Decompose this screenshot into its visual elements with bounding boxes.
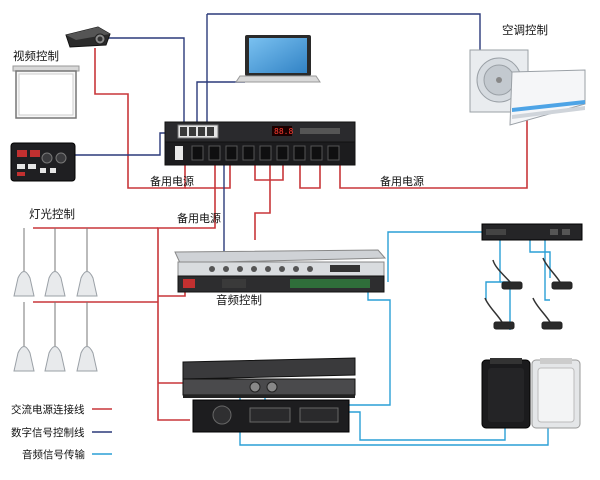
- label-backup-power-left: 备用电源: [150, 174, 194, 188]
- conference-mics: [484, 257, 573, 330]
- mic-4: [532, 297, 563, 330]
- power-amplifier: [182, 357, 356, 433]
- power-line-backup-left: [185, 165, 231, 189]
- legend-item-audio: 音频信号传输: [22, 448, 85, 461]
- projection-screen: [12, 65, 80, 119]
- legend: 交流电源连接线 数字信号控制线 音频信号传输: [11, 403, 85, 461]
- light-6: [76, 346, 98, 372]
- audio-line-mic-c: [485, 240, 501, 300]
- label-backup-power-right: 备用电源: [380, 174, 424, 188]
- speaker-black: [481, 358, 531, 429]
- power-line-out-b: [299, 165, 321, 189]
- control-lines: [75, 13, 481, 433]
- pendant-lights: [13, 228, 98, 372]
- mic-2: [542, 257, 573, 290]
- label-video-control: 视频控制: [13, 49, 59, 63]
- power-line-ac: [339, 120, 528, 189]
- label-backup-power-mid: 备用电源: [177, 211, 221, 225]
- audio-processor: [174, 249, 387, 293]
- light-5: [44, 346, 66, 372]
- power-sequencer: 88.8: [164, 121, 356, 166]
- mic-1: [492, 259, 523, 290]
- power-line-out-a: [254, 165, 284, 181]
- audio-line-mic-a: [529, 238, 551, 278]
- label-audio-control: 音频控制: [216, 293, 262, 307]
- light-1: [13, 271, 35, 297]
- control-line-ac: [207, 13, 481, 52]
- label-ac-control: 空调控制: [502, 23, 548, 37]
- label-lighting-control: 灯光控制: [29, 207, 75, 221]
- laptop: [235, 35, 321, 83]
- power-line-projector: [94, 48, 186, 189]
- control-line-pc: [196, 81, 245, 122]
- speaker-white: [531, 358, 581, 429]
- legend-item-control: 数字信号控制线: [11, 426, 85, 439]
- light-3: [76, 271, 98, 297]
- light-4: [13, 346, 35, 372]
- power-lines: [33, 48, 528, 421]
- power-line-backup-mid: [254, 165, 271, 240]
- control-line-projector: [108, 37, 185, 122]
- control-panel: [10, 142, 76, 182]
- projector: [65, 26, 111, 48]
- air-conditioner: [469, 49, 586, 126]
- conference-controller: [481, 223, 583, 241]
- audio-line-mic-b: [544, 238, 550, 301]
- light-2: [44, 271, 66, 297]
- mic-3: [484, 297, 515, 330]
- control-line-panel: [75, 132, 178, 156]
- audio-line-conf: [387, 231, 486, 282]
- legend-item-power: 交流电源连接线: [11, 403, 85, 416]
- sequencer-readout: 88.8: [274, 127, 293, 136]
